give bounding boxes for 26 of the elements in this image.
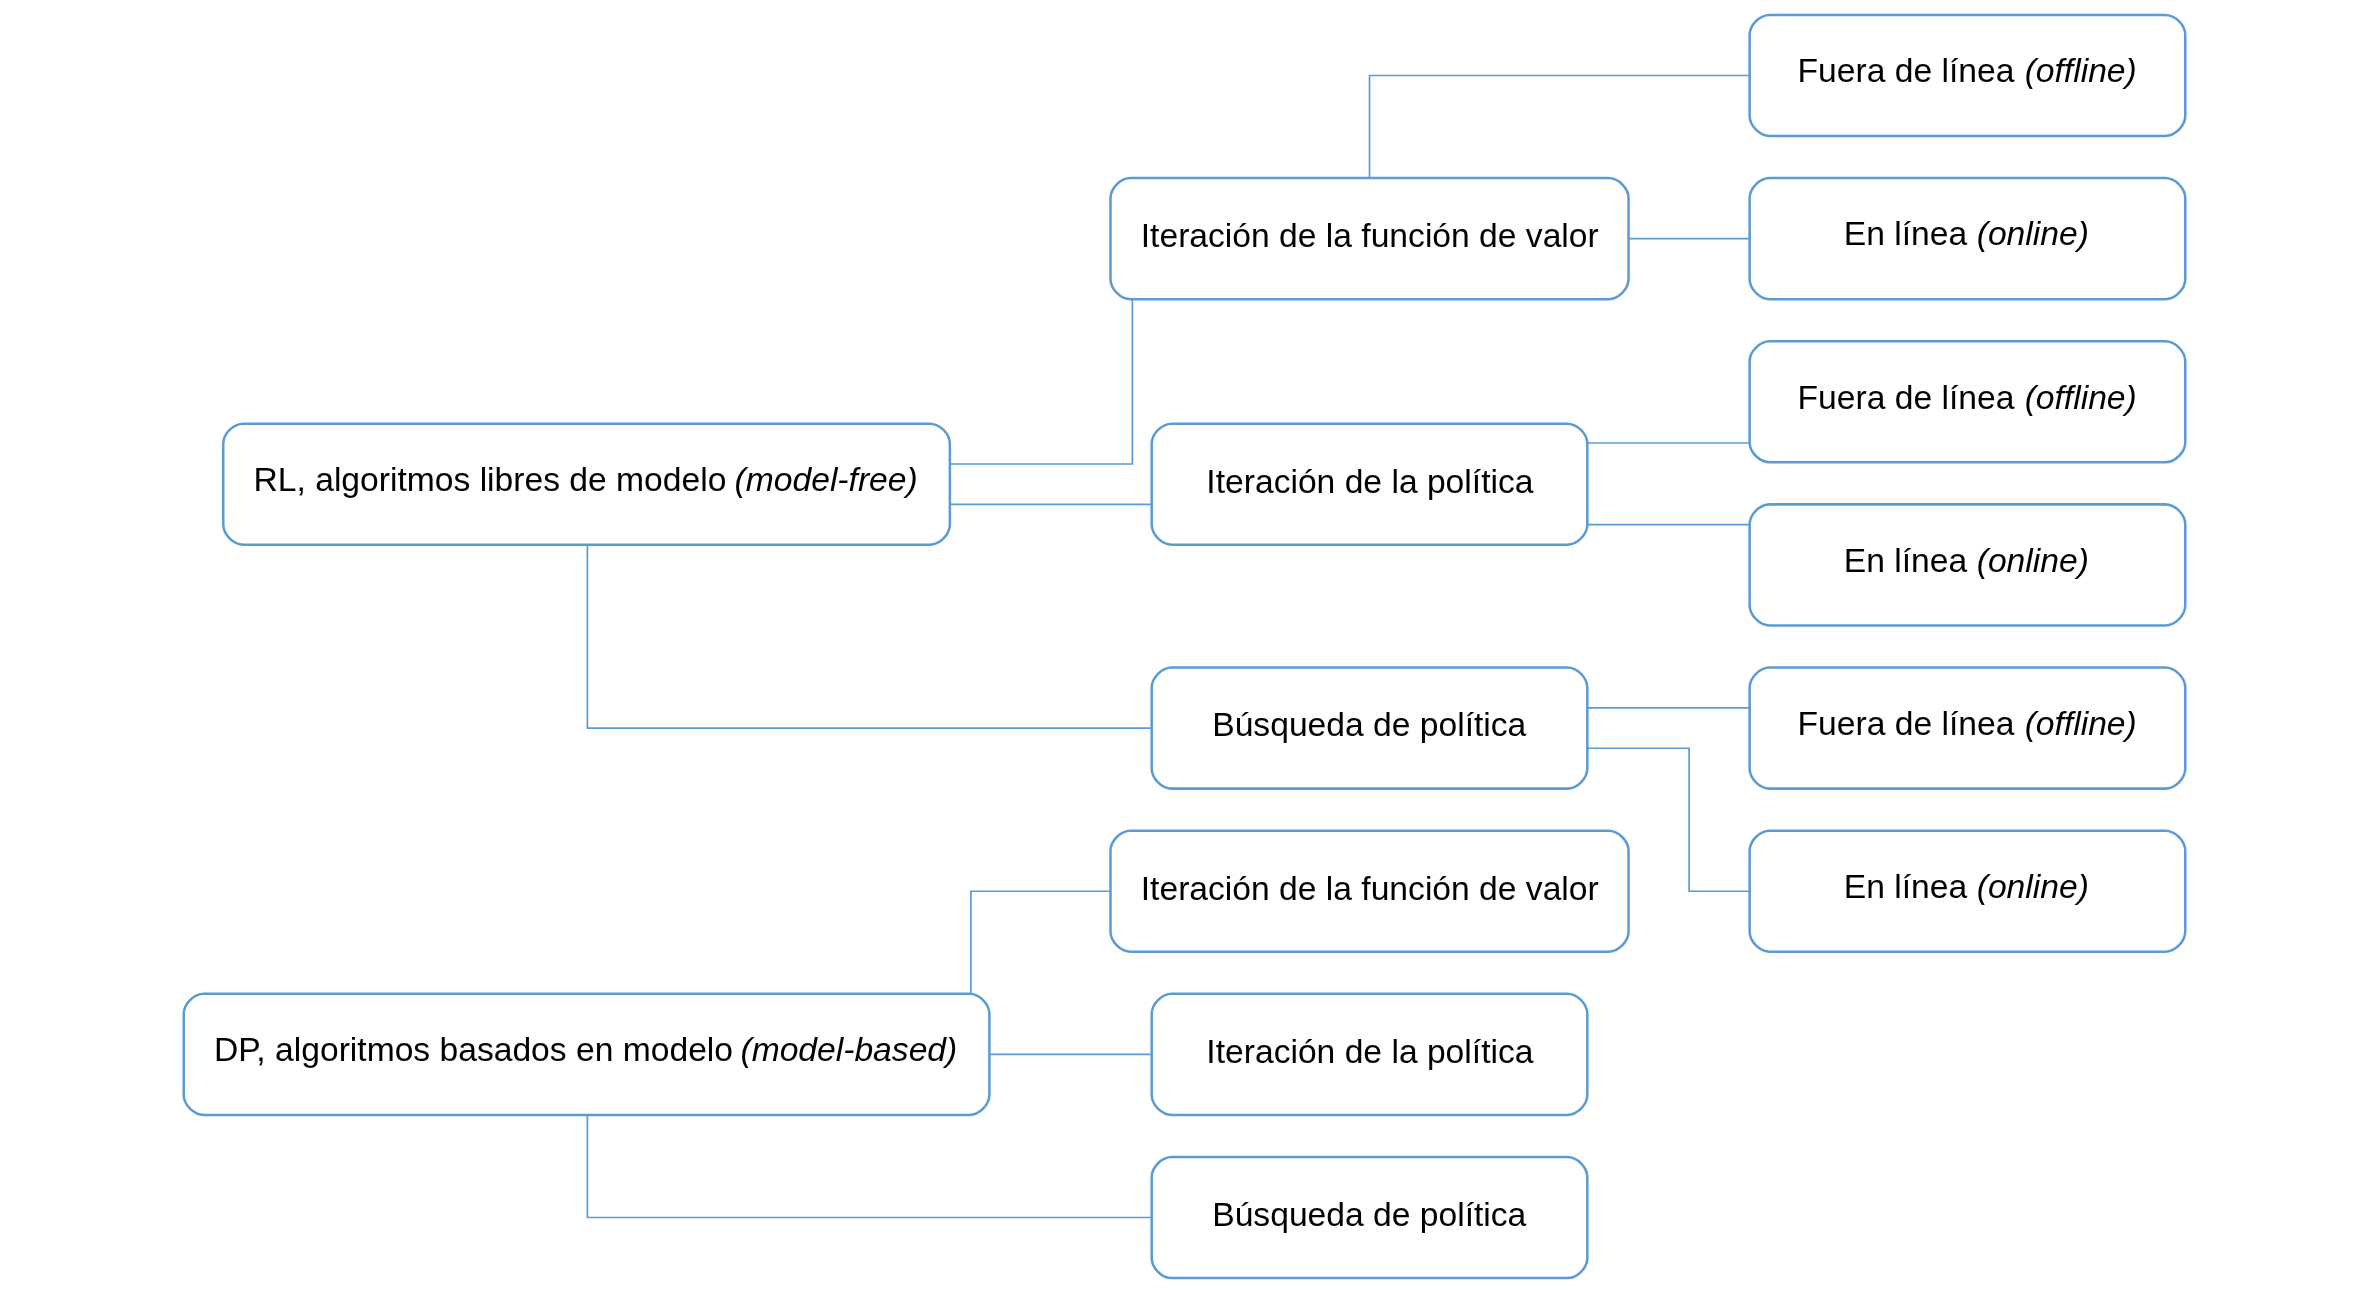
node-box: Iteración de la función de valor — [1108, 176, 1630, 301]
node-box: DP, algoritmos basados en modelo (model-based) — [181, 992, 991, 1117]
node-box: Iteración de la función de valor — [1108, 829, 1630, 954]
connector — [969, 890, 1111, 995]
node-box: Iteración de la política — [1149, 992, 1589, 1117]
connector — [948, 503, 1152, 506]
connector — [1627, 237, 1750, 240]
node-box: Búsqueda de política — [1149, 1155, 1589, 1280]
connector — [1586, 747, 1750, 893]
connector — [1586, 442, 1750, 444]
node-box: Búsqueda de política — [1149, 666, 1589, 790]
connector — [586, 1114, 1152, 1219]
connector — [949, 298, 1133, 465]
connector — [586, 544, 1152, 729]
node-box: RL, algoritmos libres de modelo (model-free) — [221, 422, 951, 546]
node-box: En línea (online) — [1747, 176, 2187, 301]
node-box: En línea (online) — [1747, 503, 2187, 627]
connector — [1586, 707, 1750, 709]
node-box: Fuera de línea (offline) — [1747, 339, 2187, 464]
node-box: Fuera de línea (offline) — [1747, 13, 2187, 138]
connector — [1586, 523, 1750, 526]
node-box: Iteración de la política — [1149, 422, 1589, 546]
connector — [988, 1053, 1152, 1056]
node-box: En línea (online) — [1747, 829, 2187, 954]
node-box: Fuera de línea (offline) — [1747, 666, 2187, 790]
connector — [1368, 74, 1750, 179]
